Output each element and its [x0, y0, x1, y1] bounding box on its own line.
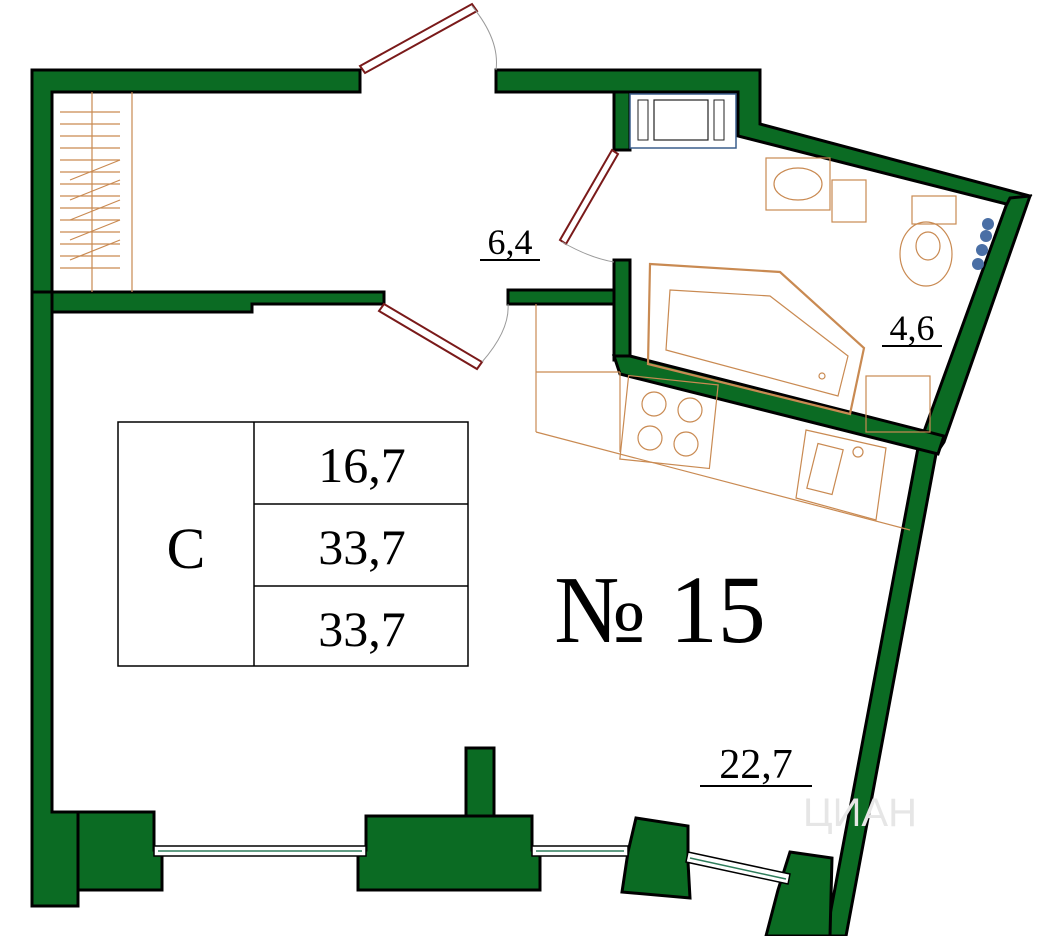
living-area-label: 22,7 — [700, 742, 812, 788]
entrance-door — [358, 2, 497, 75]
bathtub — [646, 262, 866, 416]
windows — [153, 845, 791, 885]
apartment-type-label: С — [167, 516, 206, 581]
wall-corridor-left — [50, 290, 386, 314]
watermark: ЦИАН — [803, 791, 917, 835]
wall-bottom-2 — [356, 814, 542, 892]
wall-bath-left-lower — [612, 258, 632, 362]
wall-top-right — [494, 68, 1033, 210]
wall-bath-bottom — [611, 354, 946, 456]
wall-corridor-right — [506, 288, 616, 306]
stove — [619, 374, 719, 470]
sink-bathroom — [765, 157, 867, 223]
kitchen — [535, 304, 911, 531]
svg-text:4,6: 4,6 — [890, 308, 935, 348]
total-area-balcony-value: 33,7 — [318, 601, 406, 657]
window-2 — [531, 845, 629, 857]
wall-stub — [464, 746, 496, 818]
bath-cabinet — [865, 375, 931, 433]
window-1 — [153, 845, 367, 857]
toilet — [899, 195, 957, 287]
wall-bath-left — [612, 90, 632, 152]
svg-text:6,4: 6,4 — [488, 222, 533, 262]
summary-table: С 16,7 33,7 33,7 — [117, 421, 469, 667]
wall-right — [824, 194, 1033, 936]
wall-bottom-1 — [52, 810, 164, 892]
bathroom-fixtures — [629, 93, 994, 433]
doors — [358, 2, 620, 371]
hall-area-label: 6,4 — [480, 222, 540, 262]
apartment-number: № 15 — [554, 556, 766, 663]
bath-area-label: 4,6 — [882, 308, 942, 348]
walls — [30, 68, 1033, 936]
wall-bottom-4 — [764, 850, 834, 936]
storage-shelving — [60, 92, 133, 292]
wall-left — [30, 290, 80, 908]
living-area-value: 16,7 — [318, 437, 406, 493]
bathroom-door — [558, 148, 620, 263]
window-3 — [685, 851, 791, 885]
wall-top-left — [30, 68, 362, 294]
svg-text:22,7: 22,7 — [719, 742, 793, 788]
corridor-door — [377, 302, 509, 371]
radiator-icon — [972, 218, 994, 270]
total-area-value: 33,7 — [318, 519, 406, 575]
washing-machine — [629, 93, 737, 149]
wall-bottom-3 — [620, 816, 692, 900]
kitchen-sink — [795, 429, 887, 521]
